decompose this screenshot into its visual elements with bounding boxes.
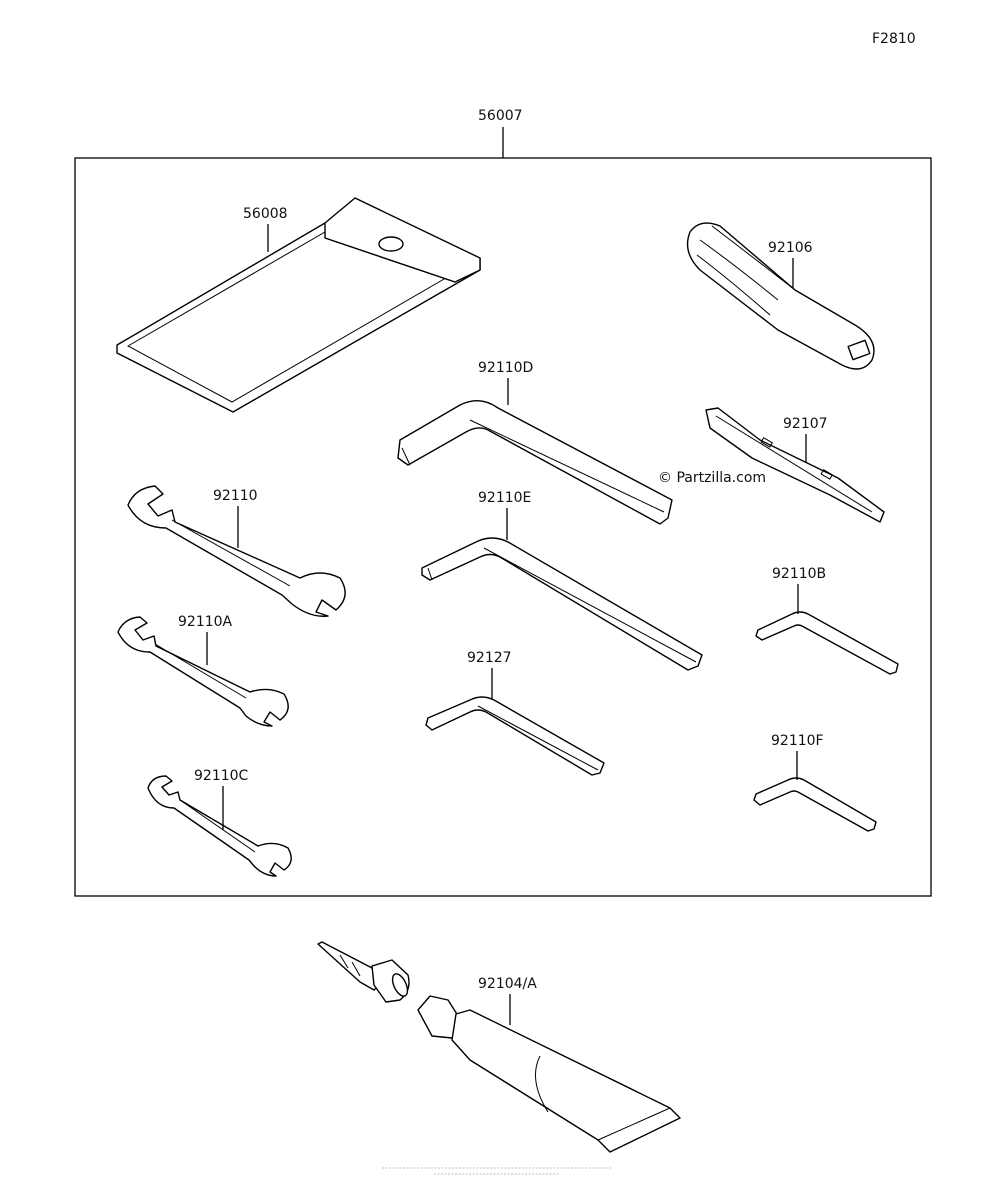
fine-print xyxy=(382,1167,612,1175)
screwdriver-part[interactable] xyxy=(705,407,885,523)
label-grease[interactable]: 92104/A xyxy=(478,976,537,992)
wrench-92110a-part[interactable] xyxy=(117,616,289,727)
label-kit[interactable]: 56007 xyxy=(478,108,523,124)
label-wrench-1[interactable]: 92110 xyxy=(213,488,258,504)
hex-key-e-part[interactable] xyxy=(421,537,703,671)
label-handle[interactable]: 92106 xyxy=(768,240,813,256)
watermark: © Partzilla.com xyxy=(658,470,766,486)
label-wrench-c[interactable]: 92110C xyxy=(194,768,249,784)
tool-case-part[interactable] xyxy=(116,197,481,413)
hex-key-b-part[interactable] xyxy=(755,611,899,675)
label-case[interactable]: 56008 xyxy=(243,206,288,222)
handle-part[interactable] xyxy=(686,222,875,370)
label-hex-b[interactable]: 92110B xyxy=(772,566,826,582)
label-driver[interactable]: 92107 xyxy=(783,416,828,432)
label-wrench-a[interactable]: 92110A xyxy=(178,614,233,630)
hex-key-f-part[interactable] xyxy=(753,777,877,832)
wrench-92110c-part[interactable] xyxy=(147,775,292,877)
kit-frame xyxy=(74,157,932,897)
label-hex-d[interactable]: 92110D xyxy=(478,360,533,376)
label-hex-f[interactable]: 92110F xyxy=(771,733,824,749)
hex-key-92127-part[interactable] xyxy=(425,696,605,776)
label-hex-127[interactable]: 92127 xyxy=(467,650,512,666)
grease-tube-part[interactable] xyxy=(317,941,681,1153)
figure-code: F2810 xyxy=(872,31,916,47)
label-hex-e[interactable]: 92110E xyxy=(478,490,531,506)
wrench-92110-part[interactable] xyxy=(127,485,346,617)
hex-key-d-part[interactable] xyxy=(397,400,673,525)
